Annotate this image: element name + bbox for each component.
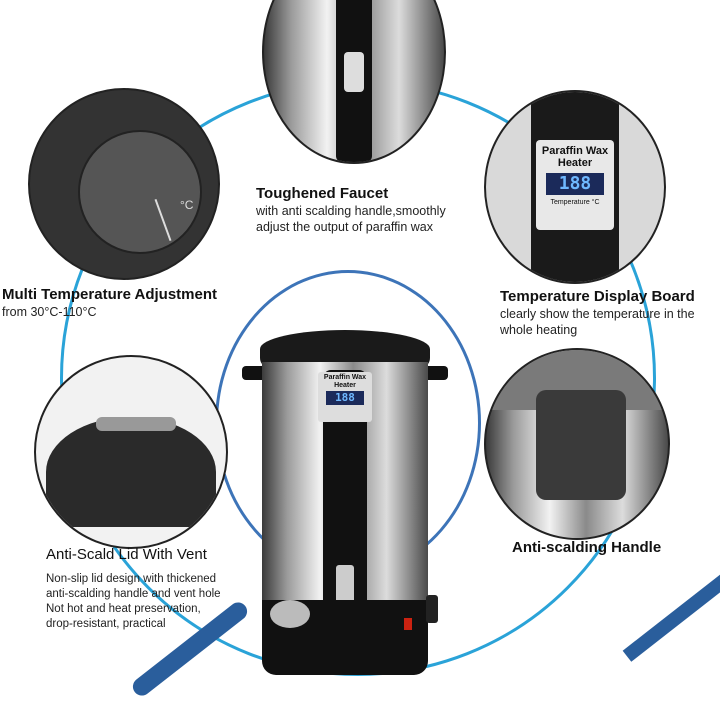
- dial-unit: °C: [180, 198, 194, 212]
- logo-plate: [270, 600, 310, 628]
- panel-footer: Temperature °C: [550, 199, 600, 207]
- feature-desc: clearly show the temperature in the: [500, 307, 695, 321]
- temperature-readout: 188: [326, 391, 364, 406]
- decorative-stripe: [622, 552, 720, 662]
- lid: [260, 330, 430, 368]
- handle-right: [424, 366, 448, 380]
- feature-desc: whole heating: [500, 323, 578, 337]
- feature-desc: Not hot and heat preservation,: [46, 603, 201, 615]
- base-knob: [426, 595, 438, 623]
- display-panel: Paraffin Wax Heater 188: [318, 372, 372, 422]
- display-closeup: Paraffin Wax Heater 188 Temperature °C: [484, 90, 666, 284]
- feature-desc: Non-slip lid design with thickened: [46, 573, 217, 585]
- feature-faucet: Toughened Faucet with anti scalding hand…: [256, 184, 446, 235]
- dial-closeup: °C: [28, 88, 220, 280]
- feature-temperature-adjustment: Multi Temperature Adjustment from 30°C-1…: [2, 285, 217, 320]
- power-switch: [404, 618, 412, 630]
- feature-handle: Anti-scalding Handle: [512, 538, 661, 557]
- feature-desc: with anti scalding handle,smoothly: [256, 204, 446, 218]
- feature-title: Anti-scalding Handle: [512, 539, 662, 556]
- feature-desc: adjust the output of paraffin wax: [256, 220, 433, 234]
- feature-desc: anti-scalding handle and vent hole: [46, 588, 221, 600]
- feature-title: Toughened Faucet: [256, 185, 389, 202]
- feature-title: Multi Temperature Adjustment: [2, 286, 218, 303]
- handle-left: [242, 366, 266, 380]
- panel-label: Paraffin Wax: [323, 374, 367, 381]
- lid-closeup: [34, 355, 228, 549]
- faucet: [336, 565, 354, 605]
- feature-lid: Anti-Scald Lid With Vent Non-slip lid de…: [46, 545, 221, 632]
- product-heater: Paraffin Wax Heater 188: [240, 330, 450, 710]
- temperature-readout: 188: [546, 173, 604, 196]
- feature-desc: drop-resistant, practical: [46, 618, 166, 630]
- feature-display-board: Temperature Display Board clearly show t…: [500, 287, 695, 338]
- panel-label: Heater: [557, 157, 593, 170]
- thermostat-dial: [78, 130, 202, 254]
- feature-title: Anti-Scald Lid With Vent: [46, 546, 207, 563]
- feature-title: Temperature Display Board: [500, 288, 695, 305]
- handle-closeup: [484, 348, 670, 540]
- feature-desc: from 30°C-110°C: [2, 305, 97, 319]
- panel-label: Paraffin Wax: [541, 145, 609, 157]
- panel-label: Heater: [334, 381, 356, 389]
